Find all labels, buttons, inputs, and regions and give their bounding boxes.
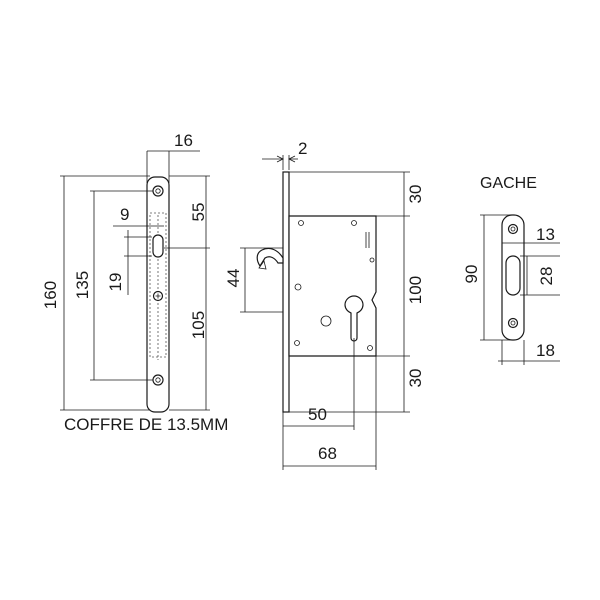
dimension-width: 16	[146, 131, 200, 183]
rivet-icon	[351, 220, 357, 226]
dimension-pitch: 9	[113, 205, 164, 227]
dimension-label: 2	[298, 139, 307, 158]
dimension-label: 68	[318, 444, 337, 463]
dimension-label: 44	[224, 269, 243, 288]
screw-icon	[507, 223, 519, 235]
hook-slot	[152, 234, 164, 258]
bolt-housing-outline	[149, 212, 167, 358]
rivet-icon	[294, 340, 300, 346]
faceplate-caption: COFFRE DE 13.5MM	[64, 415, 228, 434]
strike-slot	[505, 255, 521, 296]
rivet-icon	[369, 257, 375, 263]
dimension-strike-width: 13	[502, 225, 560, 244]
screw-icon	[507, 317, 519, 329]
hook-bolt	[256, 247, 284, 268]
dimension-label: 13	[536, 225, 555, 244]
dimension-label: 16	[174, 131, 193, 150]
faceplate-view: 16 9 160 135 19	[41, 131, 228, 434]
dimension-label: 100	[406, 276, 425, 304]
rivet-icon	[367, 345, 373, 351]
dimension-strike-slot: 28	[520, 255, 560, 296]
dimension-label: 18	[536, 341, 555, 360]
dimension-height: 160	[41, 175, 150, 411]
rivet-icon	[294, 283, 302, 291]
hook-bolt-tip	[258, 260, 267, 270]
lock-case-view: 2 44 30 100 30 50	[224, 139, 425, 470]
dimension-label: 30	[406, 185, 425, 204]
dimension-label: 55	[189, 203, 208, 222]
strike-title: GACHE	[480, 175, 537, 192]
dimension-case-height: 30 100 30	[289, 171, 425, 413]
dimension-hook-depth: 44	[224, 247, 283, 313]
rivet-icon	[320, 315, 332, 327]
dimension-label: 135	[73, 271, 92, 299]
dimension-label: 105	[189, 311, 208, 339]
dimension-screw-spacing: 135	[73, 190, 153, 381]
dimension-label: 9	[120, 205, 129, 224]
dimension-strike-depth: 18	[498, 340, 560, 365]
dimension-strike-height: 90	[462, 214, 512, 341]
cylinder-cutout	[344, 295, 364, 342]
dimension-label: 28	[537, 267, 556, 286]
dimension-hook-position: 55 105	[164, 175, 210, 411]
rivet-icon	[298, 220, 304, 226]
dimension-backset: 50	[282, 338, 355, 470]
lock-case-body	[288, 215, 377, 357]
dimension-label: 30	[406, 369, 425, 388]
dimension-label: 90	[462, 265, 481, 284]
dimension-label: 160	[41, 281, 60, 309]
dimension-label: 50	[308, 405, 327, 424]
dimension-plate-thickness: 2	[262, 139, 307, 170]
dimension-hook-height: 19	[106, 230, 152, 295]
dimension-label: 19	[106, 273, 125, 292]
screw-icon	[152, 185, 164, 197]
screw-icon	[152, 374, 164, 386]
brand-logo-icon	[152, 290, 164, 302]
dimension-depth: 68	[283, 356, 377, 470]
front-plate	[282, 171, 290, 413]
strike-plate-view: GACHE 13 90 28	[462, 175, 560, 365]
